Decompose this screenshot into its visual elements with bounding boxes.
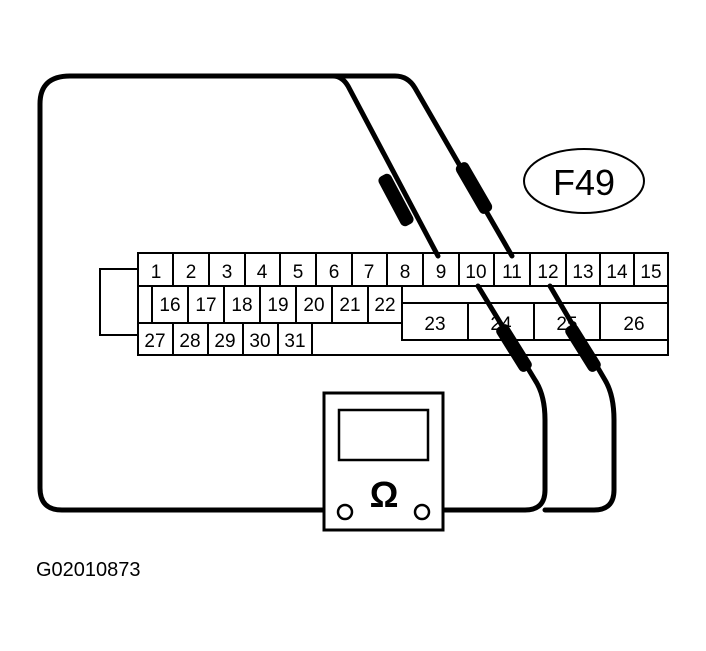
figure-id: G02010873 <box>36 559 141 581</box>
probe-pin9 <box>378 173 414 227</box>
pin-label-15: 15 <box>640 262 661 283</box>
connector-row-2 <box>151 285 403 324</box>
wire-top <box>330 73 515 259</box>
meter-terminal-right <box>413 503 431 521</box>
pin-16 <box>151 285 189 324</box>
probe-pin10 <box>496 324 532 372</box>
connector-label: F49 <box>523 148 645 214</box>
pin-label-4: 4 <box>257 262 268 283</box>
pin-label-19: 19 <box>267 295 288 316</box>
pin-label-3: 3 <box>222 262 233 283</box>
connector-row-3 <box>137 322 313 356</box>
meter-display <box>337 408 430 462</box>
pin-label-22: 22 <box>374 295 395 316</box>
pin-label-23: 23 <box>424 314 445 335</box>
pin-label-6: 6 <box>329 262 340 283</box>
pin-label-8: 8 <box>400 262 411 283</box>
pin-label-5: 5 <box>293 262 304 283</box>
pin-label-30: 30 <box>249 331 270 352</box>
ohmmeter: Ω <box>322 391 445 532</box>
connector-row-1 <box>137 252 669 287</box>
pin-label-26: 26 <box>623 314 644 335</box>
wire-left <box>37 73 441 513</box>
pin-label-31: 31 <box>284 331 305 352</box>
pin-14 <box>599 252 635 287</box>
pin-label-20: 20 <box>303 295 324 316</box>
pin-31 <box>277 322 313 356</box>
pin-21 <box>331 285 369 324</box>
test-probes <box>378 162 601 372</box>
pin-5 <box>279 252 317 287</box>
pin-6 <box>315 252 353 287</box>
wire-pin12 <box>542 283 617 513</box>
ohm-icon: Ω <box>370 474 399 515</box>
pin-26 <box>599 302 669 341</box>
pin-label-14: 14 <box>606 262 628 283</box>
connector-row-3-labels: 27 28 29 30 31 <box>144 331 305 352</box>
pin-28 <box>172 322 209 356</box>
meter-terminal-left <box>336 503 354 521</box>
pin-label-11: 11 <box>502 262 522 283</box>
pin-label-9: 9 <box>436 262 447 283</box>
pin-label-28: 28 <box>179 331 200 352</box>
pin-23 <box>401 302 469 341</box>
pin-label-21: 21 <box>339 295 360 316</box>
connector-blocks <box>401 302 669 341</box>
wire-pin10 <box>425 283 548 513</box>
probe-pin11 <box>455 162 493 214</box>
pin-label-16: 16 <box>159 295 180 316</box>
pin-label-7: 7 <box>364 262 375 283</box>
test-lead-wires <box>37 73 617 513</box>
pin-label-27: 27 <box>144 331 165 352</box>
pin-label-17: 17 <box>195 295 216 316</box>
connector-row-2-labels: 16 17 18 19 20 21 22 <box>159 295 395 316</box>
connector-label-text: F49 <box>553 162 615 203</box>
pin-13 <box>565 252 601 287</box>
pin-15 <box>633 252 669 287</box>
connector-row-1-labels: 1 2 3 4 5 6 7 8 9 10 11 12 13 14 15 <box>151 262 662 283</box>
pin-label-18: 18 <box>231 295 252 316</box>
pin-22 <box>367 285 403 324</box>
pin-label-12: 12 <box>537 262 558 283</box>
pin-19 <box>259 285 297 324</box>
pin-3 <box>208 252 246 287</box>
pin-label-1: 1 <box>151 262 162 283</box>
pin-2 <box>172 252 210 287</box>
pin-8 <box>386 252 424 287</box>
pin-label-13: 13 <box>572 262 593 283</box>
pin-label-2: 2 <box>186 262 197 283</box>
probe-pin12 <box>565 324 601 372</box>
pin-label-29: 29 <box>214 331 235 352</box>
pin-label-10: 10 <box>465 262 486 283</box>
